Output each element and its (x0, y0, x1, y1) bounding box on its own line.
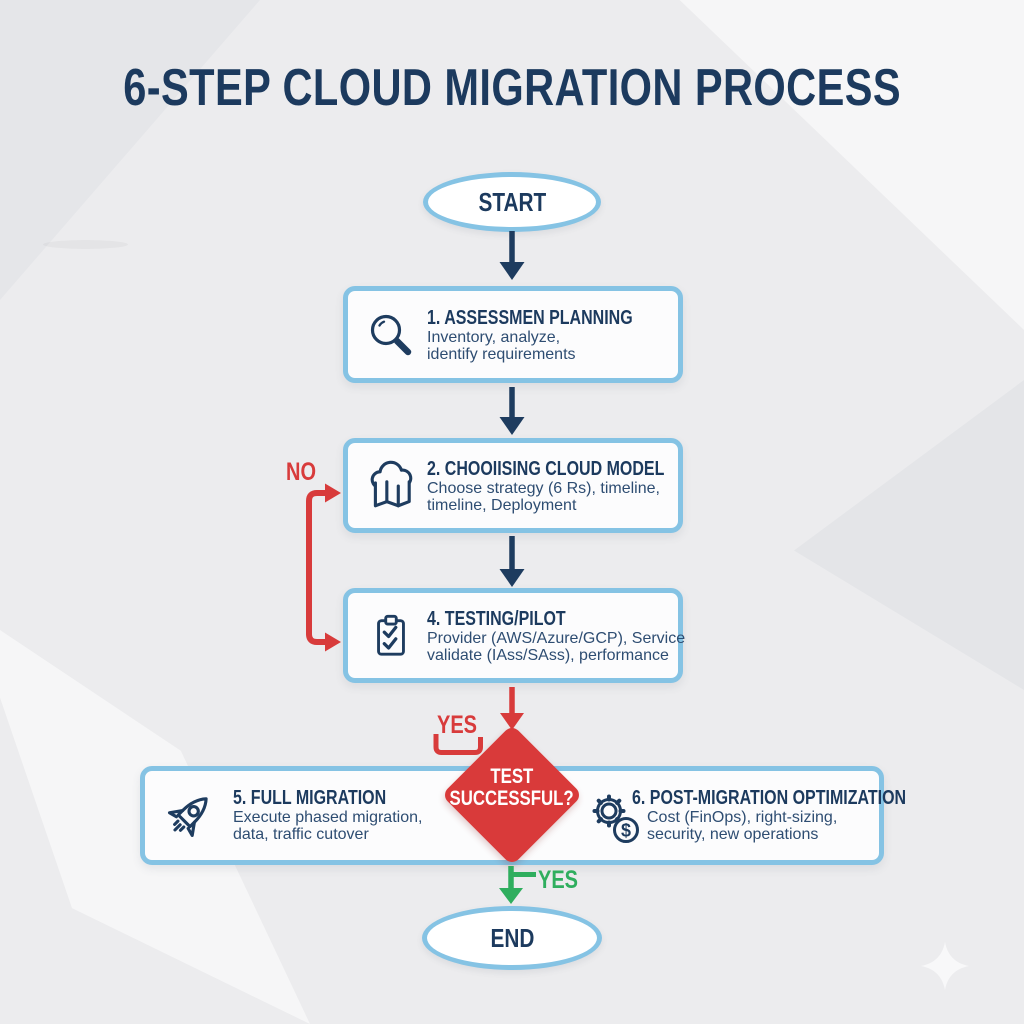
step6-desc-line: Cost (FinOps), right-sizing, (647, 809, 838, 826)
magnifier-icon (366, 310, 416, 360)
background-shape (794, 380, 1024, 690)
step5-title: 5. FULL MIGRATION (233, 787, 387, 809)
step3-text: 4. TESTING/PILOT Provider (AWS/Azure/GCP… (427, 608, 685, 664)
background-shape (679, 0, 1024, 330)
step5-desc-line: Execute phased migration, (233, 809, 423, 826)
end-label: END (490, 922, 534, 953)
step6-title: 6. POST-MIGRATION OPTIMIZATION (632, 787, 907, 809)
start-label: START (478, 186, 546, 217)
step1-text: 1. ASSESSMEN PLANNING Inventory, analyze… (427, 307, 684, 363)
step5-desc-line: data, traffic cutover (233, 826, 369, 843)
clipboard-check-icon (366, 611, 416, 661)
step3-desc-line: Provider (AWS/Azure/GCP), Service (427, 629, 686, 647)
svg-text:$: $ (621, 821, 631, 841)
arrow-decision-to-end (499, 866, 536, 904)
flow-node-step3: 4. TESTING/PILOT Provider (AWS/Azure/GCP… (343, 588, 685, 683)
edge-label-no: NO (286, 458, 316, 486)
flow-node-start: START (423, 172, 601, 232)
step1-desc-line: identify requirements (427, 345, 576, 363)
step6-text: 6. POST-MIGRATION OPTIMIZATION Cost (Fin… (632, 787, 975, 843)
step1-desc-line: Inventory, analyze, (427, 328, 561, 346)
background-shape (43, 240, 128, 249)
background-shape (0, 0, 260, 300)
flow-node-step2: 2. CHOOIISING CLOUD MODEL Choose strateg… (343, 438, 683, 533)
edge-label-yes-pass: YES (538, 866, 579, 894)
cloud-map-icon (366, 460, 416, 512)
flow-node-end: END (422, 906, 602, 970)
step2-desc-line: Choose strategy (6 Rs), timeline, (427, 479, 660, 497)
rocket-icon (161, 788, 219, 851)
sparkle-icon (921, 942, 969, 990)
step6-desc-line: security, new operations (647, 826, 819, 843)
arrow-step3-to-decision (500, 687, 524, 730)
arrow-start-to-step1 (499, 231, 525, 280)
step5-text: 5. FULL MIGRATION Execute phased migrati… (233, 787, 424, 843)
step2-text: 2. CHOOIISING CLOUD MODEL Choose strateg… (427, 458, 724, 514)
gear-dollar-icon: $ (586, 790, 646, 855)
step3-title: 4. TESTING/PILOT (427, 607, 566, 630)
step2-desc-line: timeline, Deployment (427, 496, 577, 514)
page-title: 6-STEP CLOUD MIGRATION PROCESS (0, 58, 1024, 118)
step1-title: 1. ASSESSMEN PLANNING (427, 306, 633, 329)
edge-label-yes-retry: YES (437, 711, 478, 739)
arrow-step1-to-step2 (499, 387, 525, 435)
step3-desc-line: validate (IAss/SAss), performance (427, 646, 669, 664)
connector-no-loop (306, 483, 341, 652)
flow-node-step1: 1. ASSESSMEN PLANNING Inventory, analyze… (343, 286, 683, 383)
decision-label: TEST SUCCESSFUL? (449, 765, 575, 810)
step2-title: 2. CHOOIISING CLOUD MODEL (427, 457, 665, 480)
arrow-step2-to-step3 (499, 536, 525, 587)
page-title-text: 6-STEP CLOUD MIGRATION PROCESS (123, 59, 901, 117)
